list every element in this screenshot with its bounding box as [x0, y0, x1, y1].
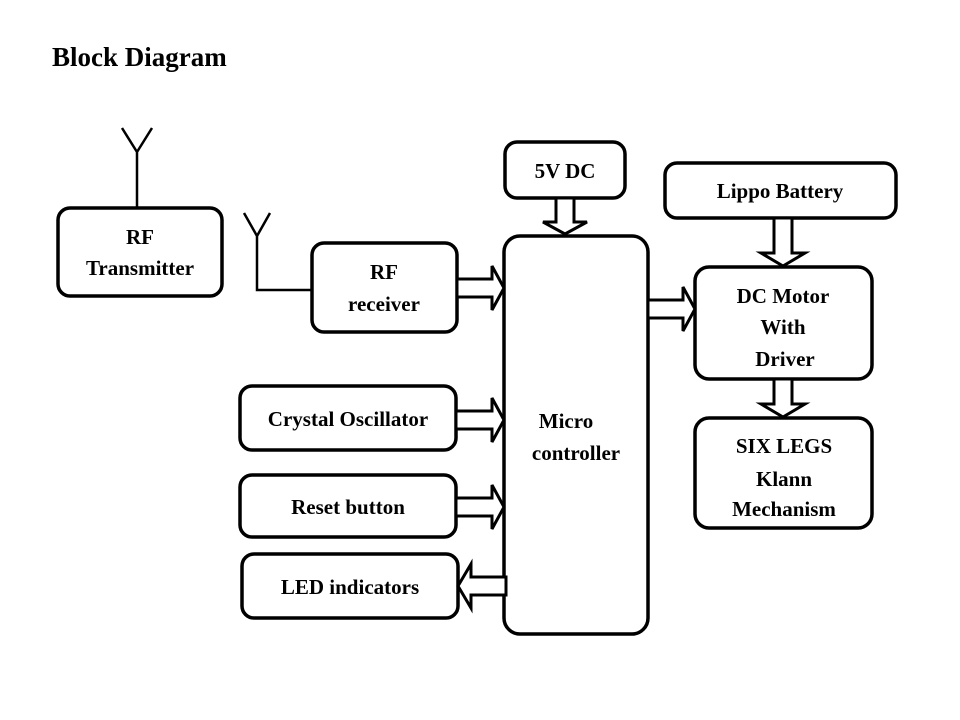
microcontroller-label-line2: controller	[532, 441, 620, 465]
arrow-dc-motor-to-six-legs	[755, 377, 811, 419]
six-legs-label-line1: SIX LEGS	[736, 434, 832, 458]
dc-motor-label-line1: DC Motor	[737, 284, 830, 308]
led-indicators-label: LED indicators	[281, 575, 419, 599]
microcontroller-label-line1: Micro	[539, 409, 593, 433]
microcontroller-block: Micro controller	[502, 234, 650, 636]
arrow-crystal-oscillator-to-microcontroller	[454, 397, 506, 443]
rf-receiver-block: RF receiver	[310, 241, 459, 334]
arrow-microcontroller-to-led-indicators	[456, 558, 508, 614]
reset-button-label: Reset button	[291, 495, 405, 519]
power-5v-label: 5V DC	[535, 159, 596, 183]
dc-motor-label-line3: Driver	[755, 347, 814, 371]
led-indicators-block: LED indicators	[240, 552, 460, 620]
dc-motor-block: DC Motor With Driver	[693, 265, 874, 381]
arrow-5v-dc-to-microcontroller	[542, 196, 588, 236]
diagram-title: Block Diagram	[52, 42, 227, 72]
crystal-oscillator-block: Crystal Oscillator	[238, 384, 458, 452]
arrow-rf-receiver-to-microcontroller	[455, 265, 506, 311]
receiver-antenna-icon	[242, 212, 312, 292]
rf-receiver-label-line2: receiver	[348, 292, 420, 316]
lippo-battery-block: Lippo Battery	[663, 161, 898, 220]
crystal-oscillator-label: Crystal Oscillator	[268, 407, 428, 431]
rf-transmitter-block: RF Transmitter	[56, 206, 224, 298]
reset-button-block: Reset button	[238, 473, 458, 539]
lippo-battery-label: Lippo Battery	[717, 179, 844, 203]
arrow-microcontroller-to-dc-motor	[646, 286, 697, 332]
transmitter-antenna-icon	[120, 127, 154, 208]
rf-transmitter-label-line1: RF	[126, 225, 154, 249]
rf-receiver-label-line1: RF	[370, 260, 398, 284]
power-5v-block: 5V DC	[503, 140, 627, 200]
arrow-reset-button-to-microcontroller	[454, 484, 506, 530]
rf-transmitter-label-line2: Transmitter	[86, 256, 194, 280]
dc-motor-label-line2: With	[760, 315, 805, 339]
arrow-lippo-battery-to-dc-motor	[755, 216, 811, 268]
six-legs-label-line2: Klann	[756, 467, 812, 491]
six-legs-block: SIX LEGS Klann Mechanism	[693, 416, 874, 530]
six-legs-label-line3: Mechanism	[732, 497, 836, 521]
